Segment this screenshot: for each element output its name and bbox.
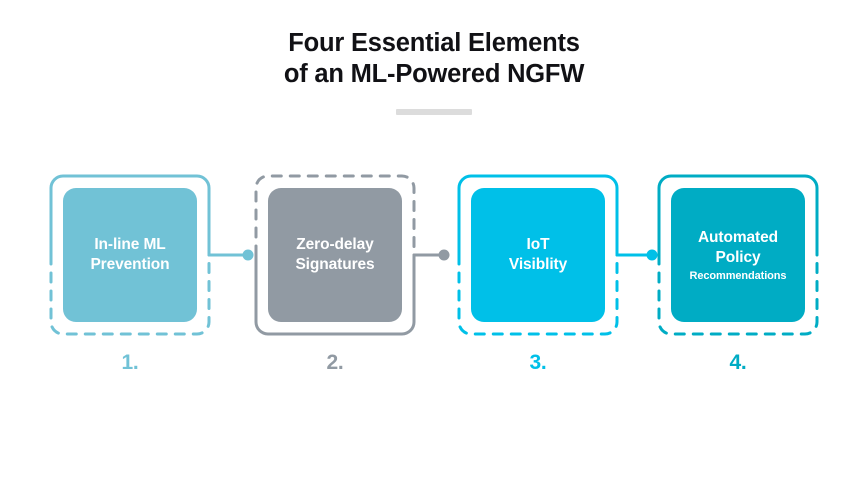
- diagram-card-automated-policy-recommendations[interactable]: Automated Policy Recommendations: [657, 174, 819, 336]
- card-body-2: Zero-delay Signatures: [268, 188, 402, 322]
- card-number-3: 3.: [529, 351, 547, 374]
- card-number-2: 2.: [326, 351, 344, 374]
- card-label-4-line-2: Policy: [715, 248, 761, 266]
- card-label-2-line-1: Zero-delay: [296, 236, 374, 253]
- card-label-1-line-2: Prevention: [90, 256, 170, 273]
- page-title-line-1: Four Essential Elements: [288, 29, 580, 57]
- header: Four Essential Elements of an ML-Powered…: [0, 28, 868, 115]
- page-title-line-2: of an ML-Powered NGFW: [283, 60, 585, 88]
- card-label-4-line-3: Recommendations: [689, 269, 787, 282]
- card-label-1-line-1: In-line ML: [94, 236, 166, 253]
- card-label-3-line-1: IoT: [526, 236, 550, 253]
- diagram-card-zero-delay-signatures[interactable]: Zero-delay Signatures: [254, 174, 450, 336]
- card-number-4: 4.: [729, 351, 747, 374]
- diagram-card-iot-visiblity[interactable]: IoT Visiblity: [457, 174, 658, 336]
- card-number-1: 1.: [121, 351, 139, 374]
- title-divider: [396, 109, 472, 115]
- card-body-4: Automated Policy Recommendations: [671, 188, 805, 322]
- card-body-3: IoT Visiblity: [471, 188, 605, 322]
- card-body-1: In-line ML Prevention: [63, 188, 197, 322]
- diagram-card-in-line-ml-prevention[interactable]: In-line ML Prevention: [49, 174, 254, 336]
- card-label-3-line-2: Visiblity: [508, 256, 568, 273]
- card-label-4-line-1: Automated: [697, 228, 779, 246]
- card-label-2-line-2: Signatures: [295, 256, 375, 273]
